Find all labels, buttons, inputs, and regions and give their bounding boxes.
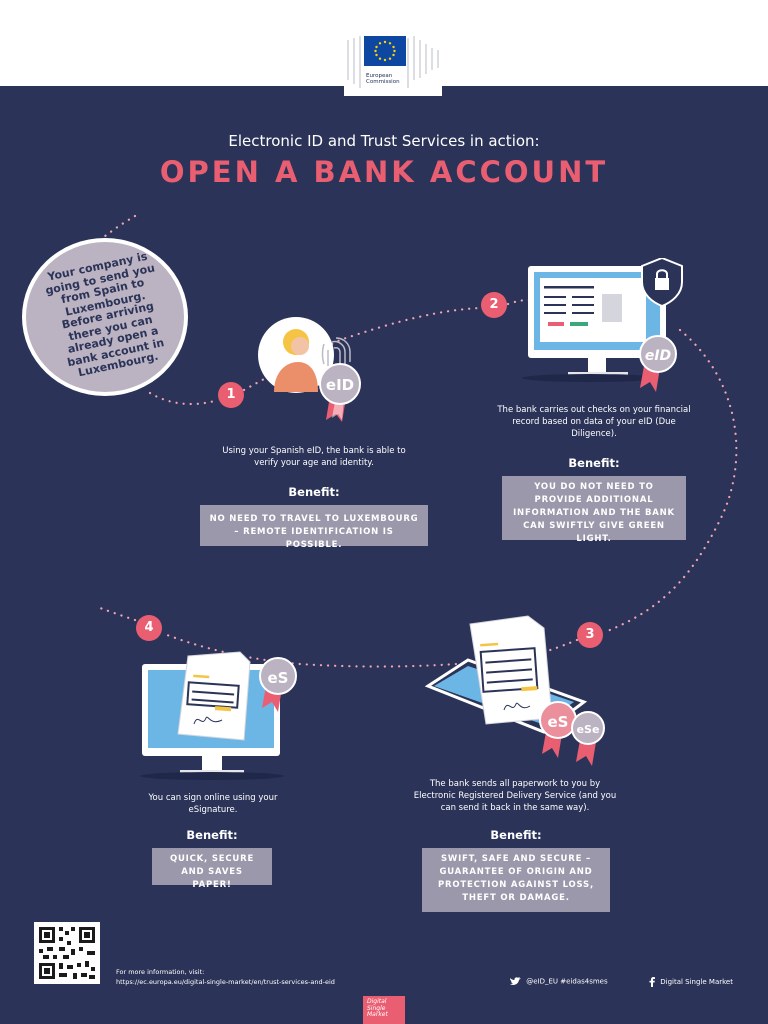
step-2-benefit-label: Benefit: bbox=[568, 456, 620, 470]
signature-icon bbox=[193, 716, 223, 725]
twitter-icon bbox=[510, 977, 521, 986]
step-4-benefit-label: Benefit: bbox=[186, 828, 238, 842]
step-2-illustration: eID bbox=[522, 258, 683, 392]
step-3-benefit-box: Swift, safe and secure – guarantee of or… bbox=[422, 848, 610, 912]
step-3-illustration: eS eSe bbox=[424, 615, 605, 766]
digital-single-market-logo: Digital Single Market bbox=[363, 996, 405, 1024]
step-4-number: 4 bbox=[136, 615, 162, 641]
step-4-benefit-box: Quick, secure and saves paper! bbox=[152, 848, 272, 890]
eu-flag-icon bbox=[364, 36, 406, 66]
step-1-description: Using your Spanish eID, the bank is able… bbox=[222, 446, 406, 468]
eid-ribbon-icon: eID bbox=[319, 363, 361, 422]
step-2-badge: eID bbox=[645, 348, 671, 364]
intro-bubble: Your company is going to send you from S… bbox=[22, 238, 188, 396]
document-icon bbox=[469, 615, 553, 725]
twitter-handle: @eID_EU #eidas4smes bbox=[526, 977, 608, 986]
logo-text: European Commission bbox=[366, 73, 406, 85]
step-3-badge-2: eSe bbox=[577, 723, 600, 736]
step-1-illustration: eID bbox=[258, 317, 361, 422]
logo-line-1: European bbox=[366, 73, 393, 79]
signature-icon bbox=[503, 702, 531, 711]
step-2-benefit-box: You do not need to provide additional in… bbox=[502, 476, 686, 544]
facebook-link[interactable]: Digital Single Market bbox=[649, 977, 733, 987]
step-1-badge: eID bbox=[326, 376, 354, 394]
page-title: OPEN A BANK ACCOUNT bbox=[159, 155, 609, 189]
fingerprint-icon bbox=[321, 337, 351, 368]
intro-text: Your company is going to send you from S… bbox=[44, 249, 166, 380]
footer-info-label: For more information, visit: bbox=[116, 968, 205, 976]
step-1-benefit-box: No need to travel to Luxembourg – remote… bbox=[200, 505, 428, 550]
step-2-description: The bank carries out checks on your fina… bbox=[497, 405, 691, 439]
european-commission-logo: European Commission bbox=[344, 30, 442, 96]
facebook-name: Digital Single Market bbox=[660, 978, 733, 986]
twitter-link[interactable]: @eID_EU #eidas4smes bbox=[510, 977, 608, 986]
es-ribbon-icon: eS bbox=[259, 657, 297, 712]
logo-line-2: Commission bbox=[366, 79, 400, 85]
step-3-benefit-label: Benefit: bbox=[490, 828, 542, 842]
lock-shield-icon bbox=[641, 258, 683, 308]
step-3-number: 3 bbox=[577, 622, 603, 648]
step-3-badge: eS bbox=[548, 713, 569, 731]
footer-info: For more information, visit: https://ec.… bbox=[116, 967, 335, 987]
eid-ribbon-icon: eID bbox=[639, 335, 677, 392]
step-2-number: 2 bbox=[481, 292, 507, 318]
step-1-number: 1 bbox=[218, 382, 244, 408]
page-subtitle: Electronic ID and Trust Services in acti… bbox=[228, 132, 540, 150]
es-ribbon-icon: eS bbox=[539, 701, 577, 758]
footer-url[interactable]: https://ec.europa.eu/digital-single-mark… bbox=[116, 978, 335, 986]
step-1-benefit-label: Benefit: bbox=[288, 485, 340, 499]
step-3-description: The bank sends all paperwork to you by E… bbox=[413, 779, 617, 813]
person-icon bbox=[274, 329, 318, 392]
ese-ribbon-icon: eSe bbox=[571, 711, 605, 766]
qr-code-icon[interactable] bbox=[34, 922, 100, 984]
monitor-icon bbox=[522, 266, 666, 382]
document-icon bbox=[177, 651, 251, 741]
step-4-badge: eS bbox=[268, 669, 289, 687]
step-4-description: You can sign online using your eSignatur… bbox=[148, 793, 278, 815]
facebook-icon bbox=[649, 977, 655, 987]
step-4-illustration: eS bbox=[140, 651, 297, 780]
